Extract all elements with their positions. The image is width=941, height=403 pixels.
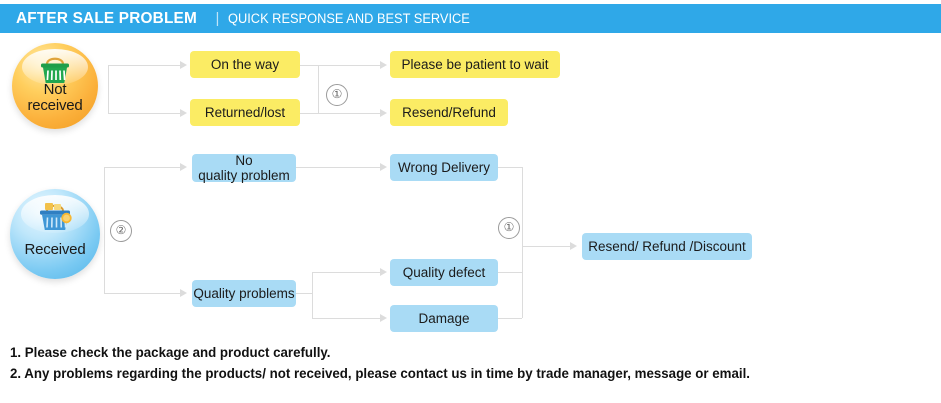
connector-received-top	[104, 167, 180, 168]
connector-out-bottom	[318, 113, 380, 114]
box-no-quality-problem: No quality problem	[192, 153, 296, 183]
connector-merge-trunk-bottom	[522, 167, 523, 318]
arrowhead	[380, 314, 387, 322]
badge-label-line1: Not	[43, 81, 67, 99]
badge-label-line1: Received	[24, 240, 86, 258]
note-1: 1. Please check the package and product …	[10, 345, 331, 360]
badge-label-line2: received	[27, 96, 83, 114]
badge-not-received-label: Not received	[27, 82, 82, 129]
connector-quality-trunk	[312, 272, 313, 318]
marker-circle-1-bottom: ①	[498, 217, 520, 239]
arrowhead	[380, 109, 387, 117]
box-quality-defect: Quality defect	[390, 259, 498, 286]
footer-notes: 1. Please check the package and product …	[10, 343, 910, 384]
box-label-line2: quality problem	[198, 168, 290, 183]
box-resend-refund-discount: Resend/ Refund /Discount	[582, 233, 752, 260]
header-bar: AFTER SALE PROBLEM | QUICK RESPONSE AND …	[0, 4, 941, 33]
header-subtitle: QUICK RESPONSE AND BEST SERVICE	[228, 11, 471, 26]
arrowhead	[380, 61, 387, 69]
badge-received: Received	[10, 189, 100, 279]
connector-merge-damage	[498, 318, 522, 319]
connector-not-received-top	[108, 65, 180, 66]
connector-merge-bottom	[300, 113, 318, 114]
box-label-line1: No	[235, 152, 253, 168]
connector-not-received-bottom	[108, 113, 180, 114]
arrowhead	[180, 289, 187, 297]
header-separator: |	[215, 10, 220, 27]
connector-received-trunk	[104, 167, 105, 293]
arrowhead	[180, 163, 187, 171]
connector-received-bottom	[104, 293, 180, 294]
arrowhead	[570, 242, 577, 250]
connector-merge-trunk	[318, 65, 319, 113]
connector-out-top	[318, 65, 380, 66]
badge-received-label: Received	[24, 240, 86, 279]
arrowhead	[180, 61, 187, 69]
box-wrong-delivery: Wrong Delivery	[390, 154, 498, 181]
box-on-the-way: On the way	[190, 51, 300, 78]
marker-circle-1-top: ①	[326, 84, 348, 106]
marker-circle-2: ②	[110, 220, 132, 242]
connector-merge-top	[300, 65, 318, 66]
connector-to-outcome	[522, 246, 570, 247]
arrowhead	[380, 163, 387, 171]
arrowhead	[180, 109, 187, 117]
connector-damage	[312, 318, 380, 319]
connector-not-received-trunk	[108, 65, 109, 113]
connector-merge-quality-defect	[498, 272, 522, 273]
box-quality-problems: Quality problems	[192, 280, 296, 307]
shopping-basket-filled-icon	[10, 199, 100, 239]
box-damage: Damage	[390, 305, 498, 332]
connector-no-quality-to-wrong-delivery	[296, 167, 380, 168]
connector-quality-defect	[312, 272, 380, 273]
arrowhead	[380, 268, 387, 276]
shopping-basket-icon	[12, 53, 98, 91]
box-please-be-patient-to-wait: Please be patient to wait	[390, 51, 560, 78]
badge-not-received: Not received	[12, 43, 98, 129]
box-returned-lost: Returned/lost	[190, 99, 300, 126]
note-2: 2. Any problems regarding the products/ …	[10, 365, 750, 381]
box-resend-refund: Resend/Refund	[390, 99, 508, 126]
connector-merge-wrong-delivery	[498, 167, 522, 168]
connector-quality-stub	[296, 293, 312, 294]
page-title: AFTER SALE PROBLEM	[16, 9, 197, 27]
box-label-wrap: No quality problem	[198, 153, 290, 183]
